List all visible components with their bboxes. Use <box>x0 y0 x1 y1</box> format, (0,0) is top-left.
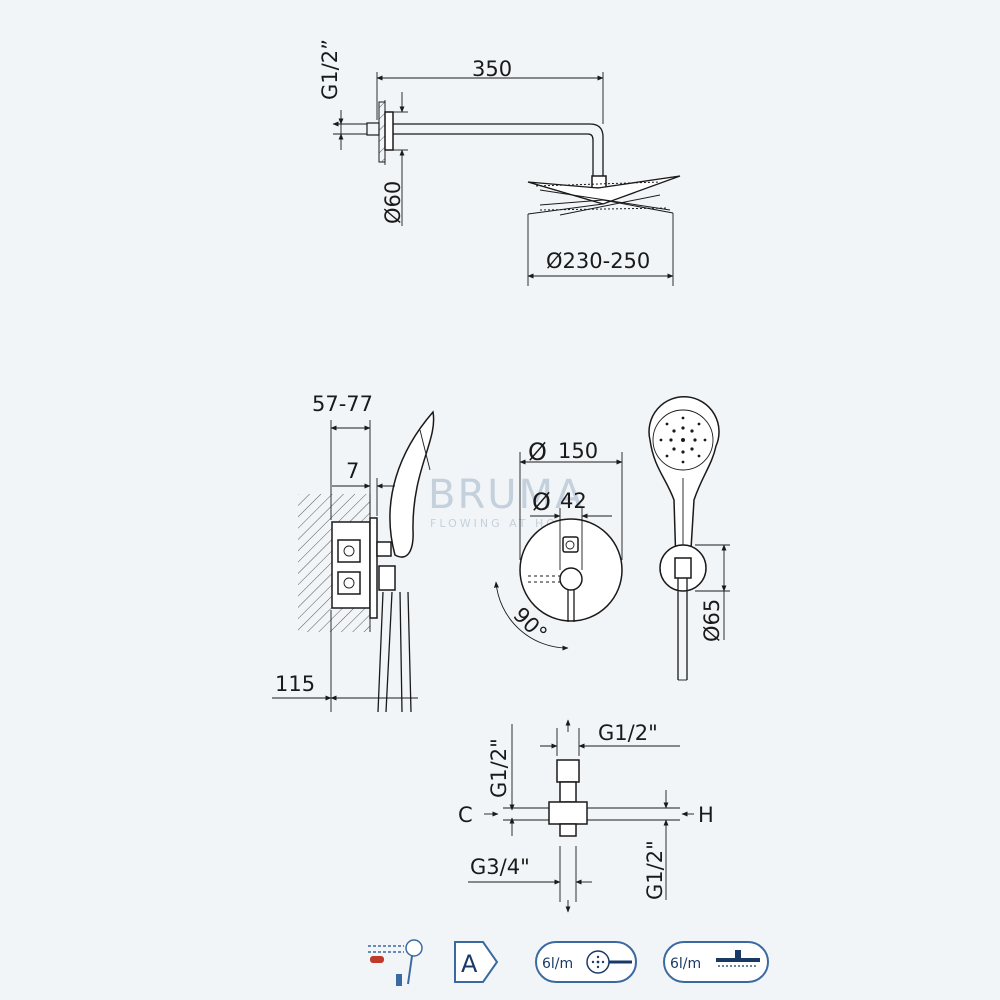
hot-inlet-label: H <box>698 803 714 827</box>
hand-shower-flow-badge: 6l/m <box>535 941 637 983</box>
hand-shower-view: Ø65 <box>648 396 730 681</box>
bottom-thread-label: G3/4" <box>470 855 530 879</box>
head-diameter-label: Ø230-250 <box>546 249 650 273</box>
wall-section <box>378 101 386 163</box>
valve-body-view: G1/2" G1/2" C G1/2" H G3/4" <box>458 719 714 913</box>
valve-body-side <box>331 521 371 609</box>
cover-plate-side <box>369 517 378 619</box>
head-shower-flow-label: 6l/m <box>670 956 701 972</box>
mixer-handle-hub <box>559 567 583 591</box>
head-shower-flow-icon <box>716 950 760 967</box>
mixer-front-view: 90° Ø 150 Ø 42 <box>493 438 623 651</box>
cold-inlet-label: C <box>458 803 473 827</box>
right-thread-label: G1/2" <box>643 840 667 900</box>
left-thread-label: G1/2" <box>487 738 511 798</box>
shower-arm <box>393 123 604 176</box>
spray-nozzles <box>659 416 707 464</box>
hand-shower-flow-label: 6l/m <box>542 956 573 972</box>
diameter-symbol-icon: Ø <box>532 488 551 516</box>
rain-shower-head <box>527 175 681 216</box>
diverter-button <box>562 536 579 553</box>
wall-thread-label: G1/2” <box>318 39 342 100</box>
handle-diameter-label: 42 <box>560 489 587 513</box>
diameter-symbol-icon: Ø <box>528 438 547 466</box>
cover-gap-label: 7 <box>346 459 359 483</box>
energy-class-badge: A <box>454 941 499 983</box>
valve-body-front <box>548 801 588 825</box>
hand-shower-front <box>648 396 720 566</box>
head-shower-flow-badge: 6l/m <box>663 941 769 983</box>
flange-diameter-label: Ø60 <box>381 181 405 224</box>
hand-shower-flow-icon <box>586 950 632 974</box>
energy-class-label: A <box>461 950 478 978</box>
brand-tagline: FLOWING AT HOME <box>430 517 580 530</box>
wall-flange <box>384 111 394 151</box>
handle-depth-label: 57-77 <box>312 392 373 416</box>
footer-badges: A 6l/m 6l/m <box>368 939 769 986</box>
arm-length-label: 350 <box>472 57 512 81</box>
hand-shower-kit-icon <box>368 939 423 986</box>
hand-shower-side <box>389 410 435 558</box>
holder-diameter-label: Ø65 <box>700 599 724 642</box>
brand-watermark: BRUMA FLOWING AT HOME <box>390 468 584 530</box>
plate-diameter-label: 150 <box>558 439 598 463</box>
shower-head-view: 350 G1/2” Ø60 Ø230-250 <box>318 39 681 286</box>
brand-name: BRUMA <box>428 472 584 518</box>
body-depth-label: 115 <box>275 672 315 696</box>
mixer-side-view: 57-77 7 115 <box>272 392 435 713</box>
top-thread-label: G1/2" <box>598 721 658 745</box>
